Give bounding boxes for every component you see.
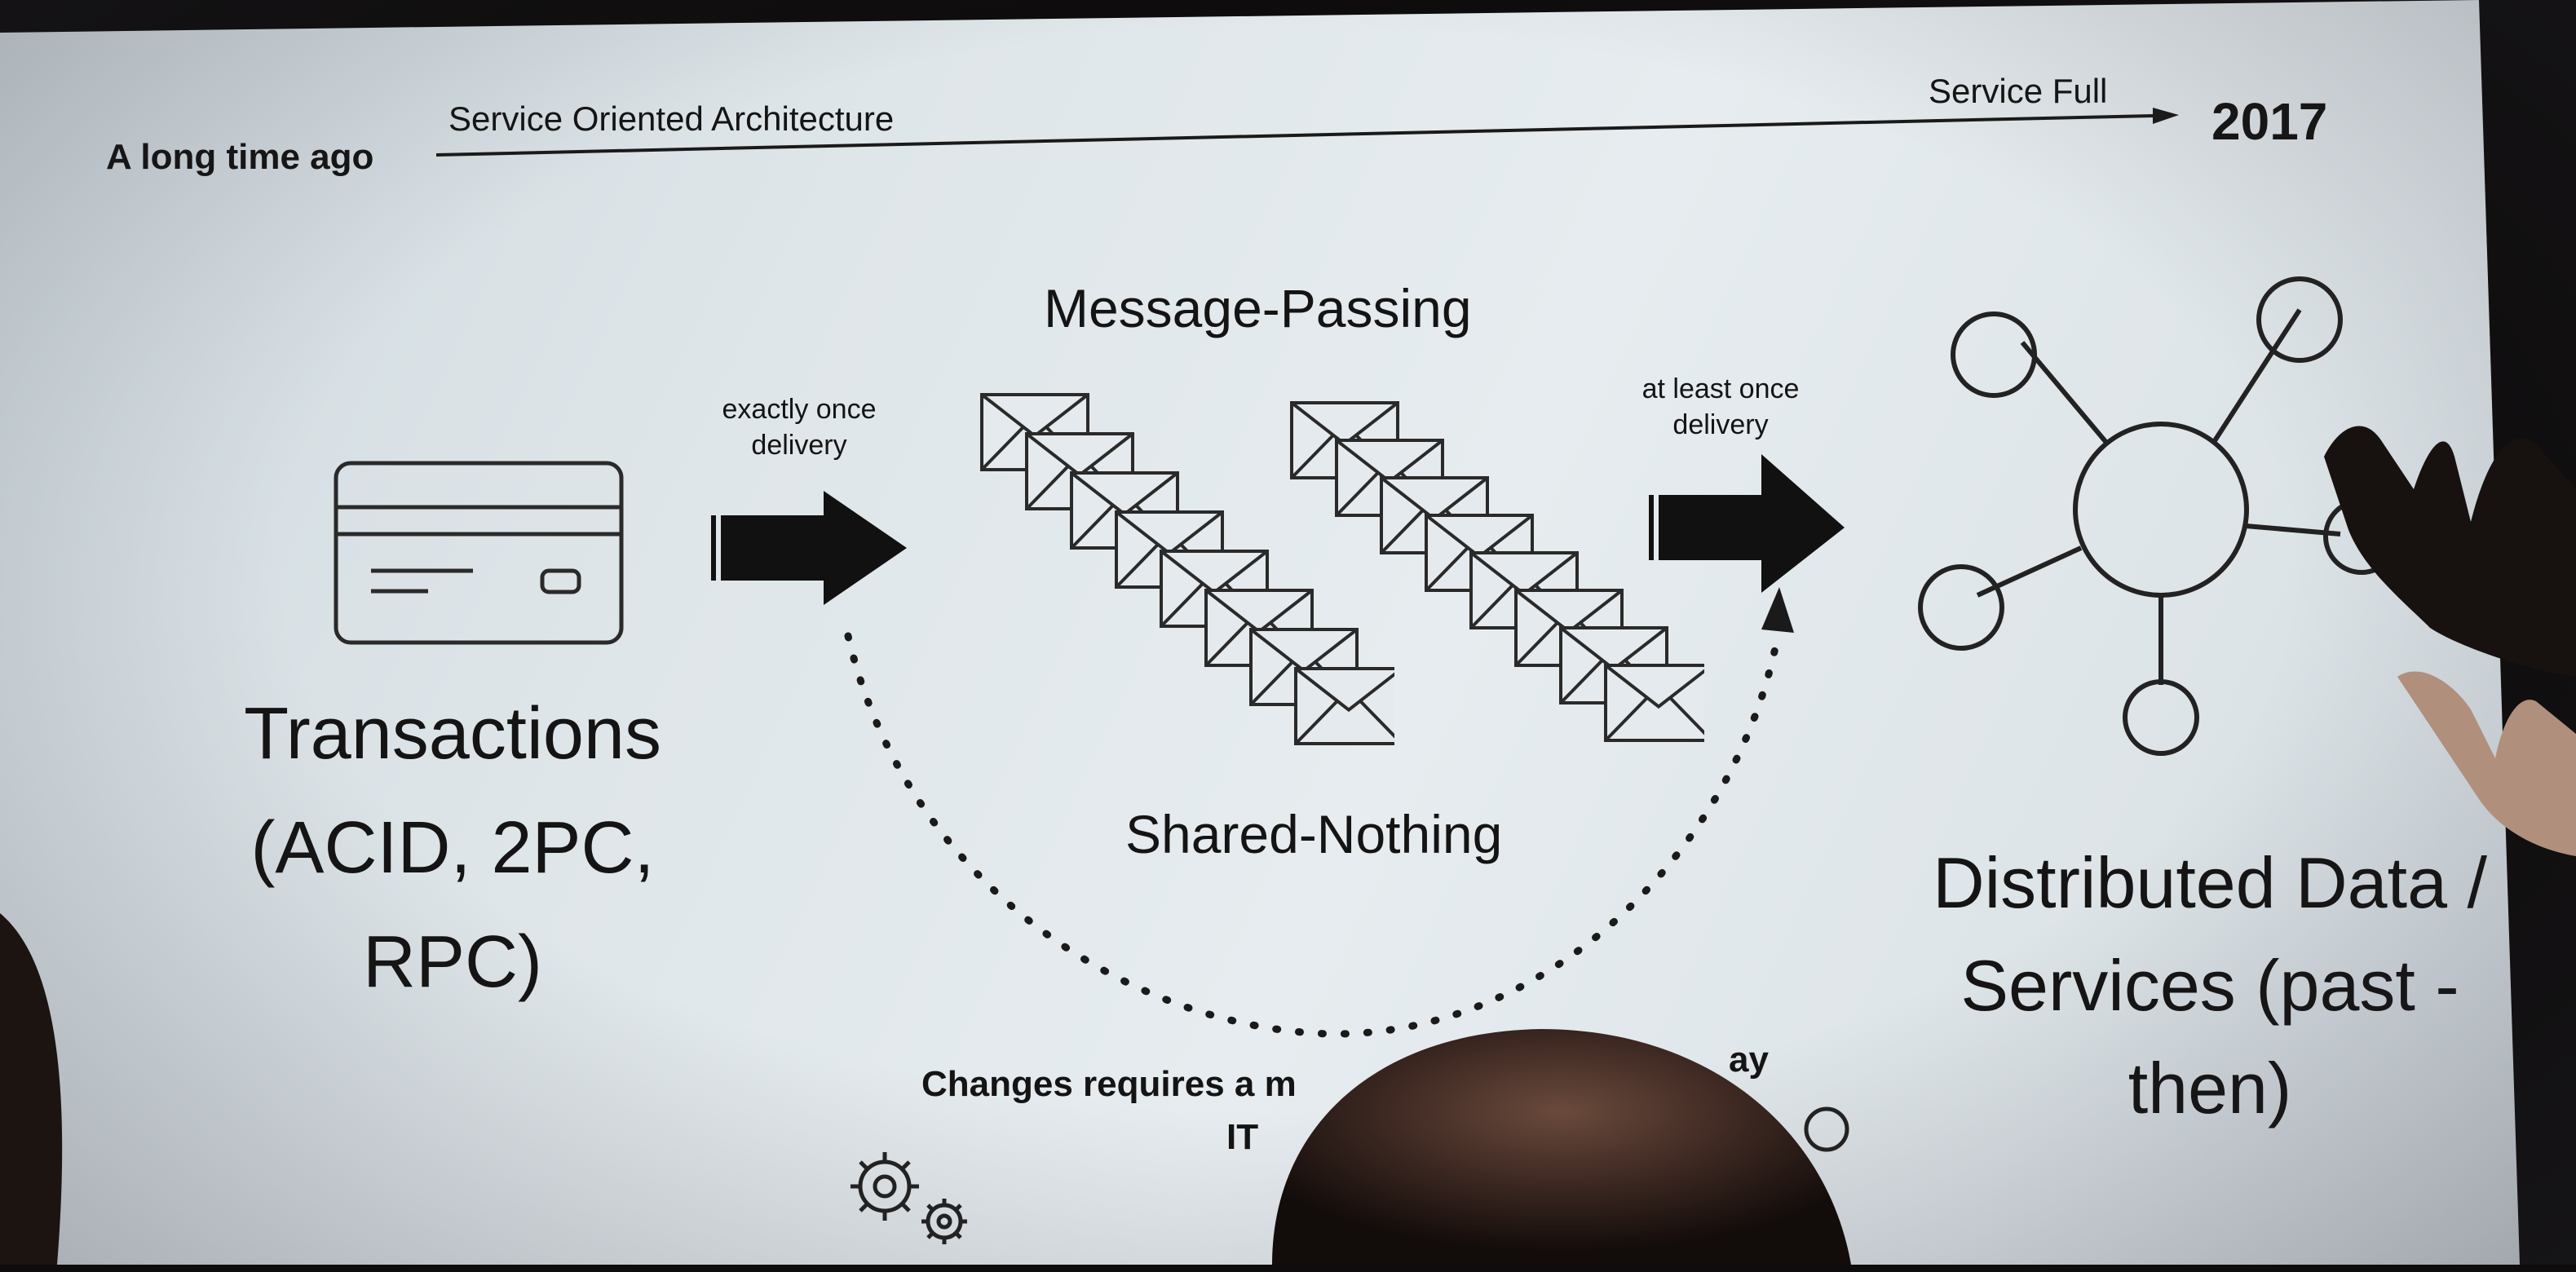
exactly-once-label: exactly once delivery [722,394,877,461]
envelope-stack-right-icon [1290,401,1704,742]
network-nodes-icon [1918,276,2400,756]
envelope-icon [1294,667,1394,745]
timeline-middle-label: Service Oriented Architecture [448,99,895,138]
footer-changes-text-right: ay [1729,1040,1769,1080]
transactions-label: Transactions (ACID, 2PC, RPC) [244,693,661,1003]
shared-nothing-label: Shared-Nothing [1125,804,1503,864]
at-least-once-label: at least once delivery [1641,373,1800,440]
at-least-once-arrow-icon [1649,454,1845,593]
timeline-year: 2017 [2211,92,2328,151]
message-passing-heading: Message-Passing [1044,278,1472,338]
timeline-left-label: A long time ago [106,137,374,177]
distributed-services-label: Distributed Data / Services (past - then… [1933,842,2487,1128]
envelope-stack-left-icon [980,393,1394,745]
footer-changes-text-2: IT [1226,1117,1259,1157]
exactly-once-arrow-icon [711,491,907,605]
envelope-icon [1604,664,1704,742]
footer-circle-icon [1804,1106,1849,1152]
timeline-right-label: Service Full [1929,72,2108,110]
credit-card-icon [334,461,624,645]
footer-changes-text: Changes requires a m [921,1064,1297,1104]
gears-icon [851,1152,967,1244]
